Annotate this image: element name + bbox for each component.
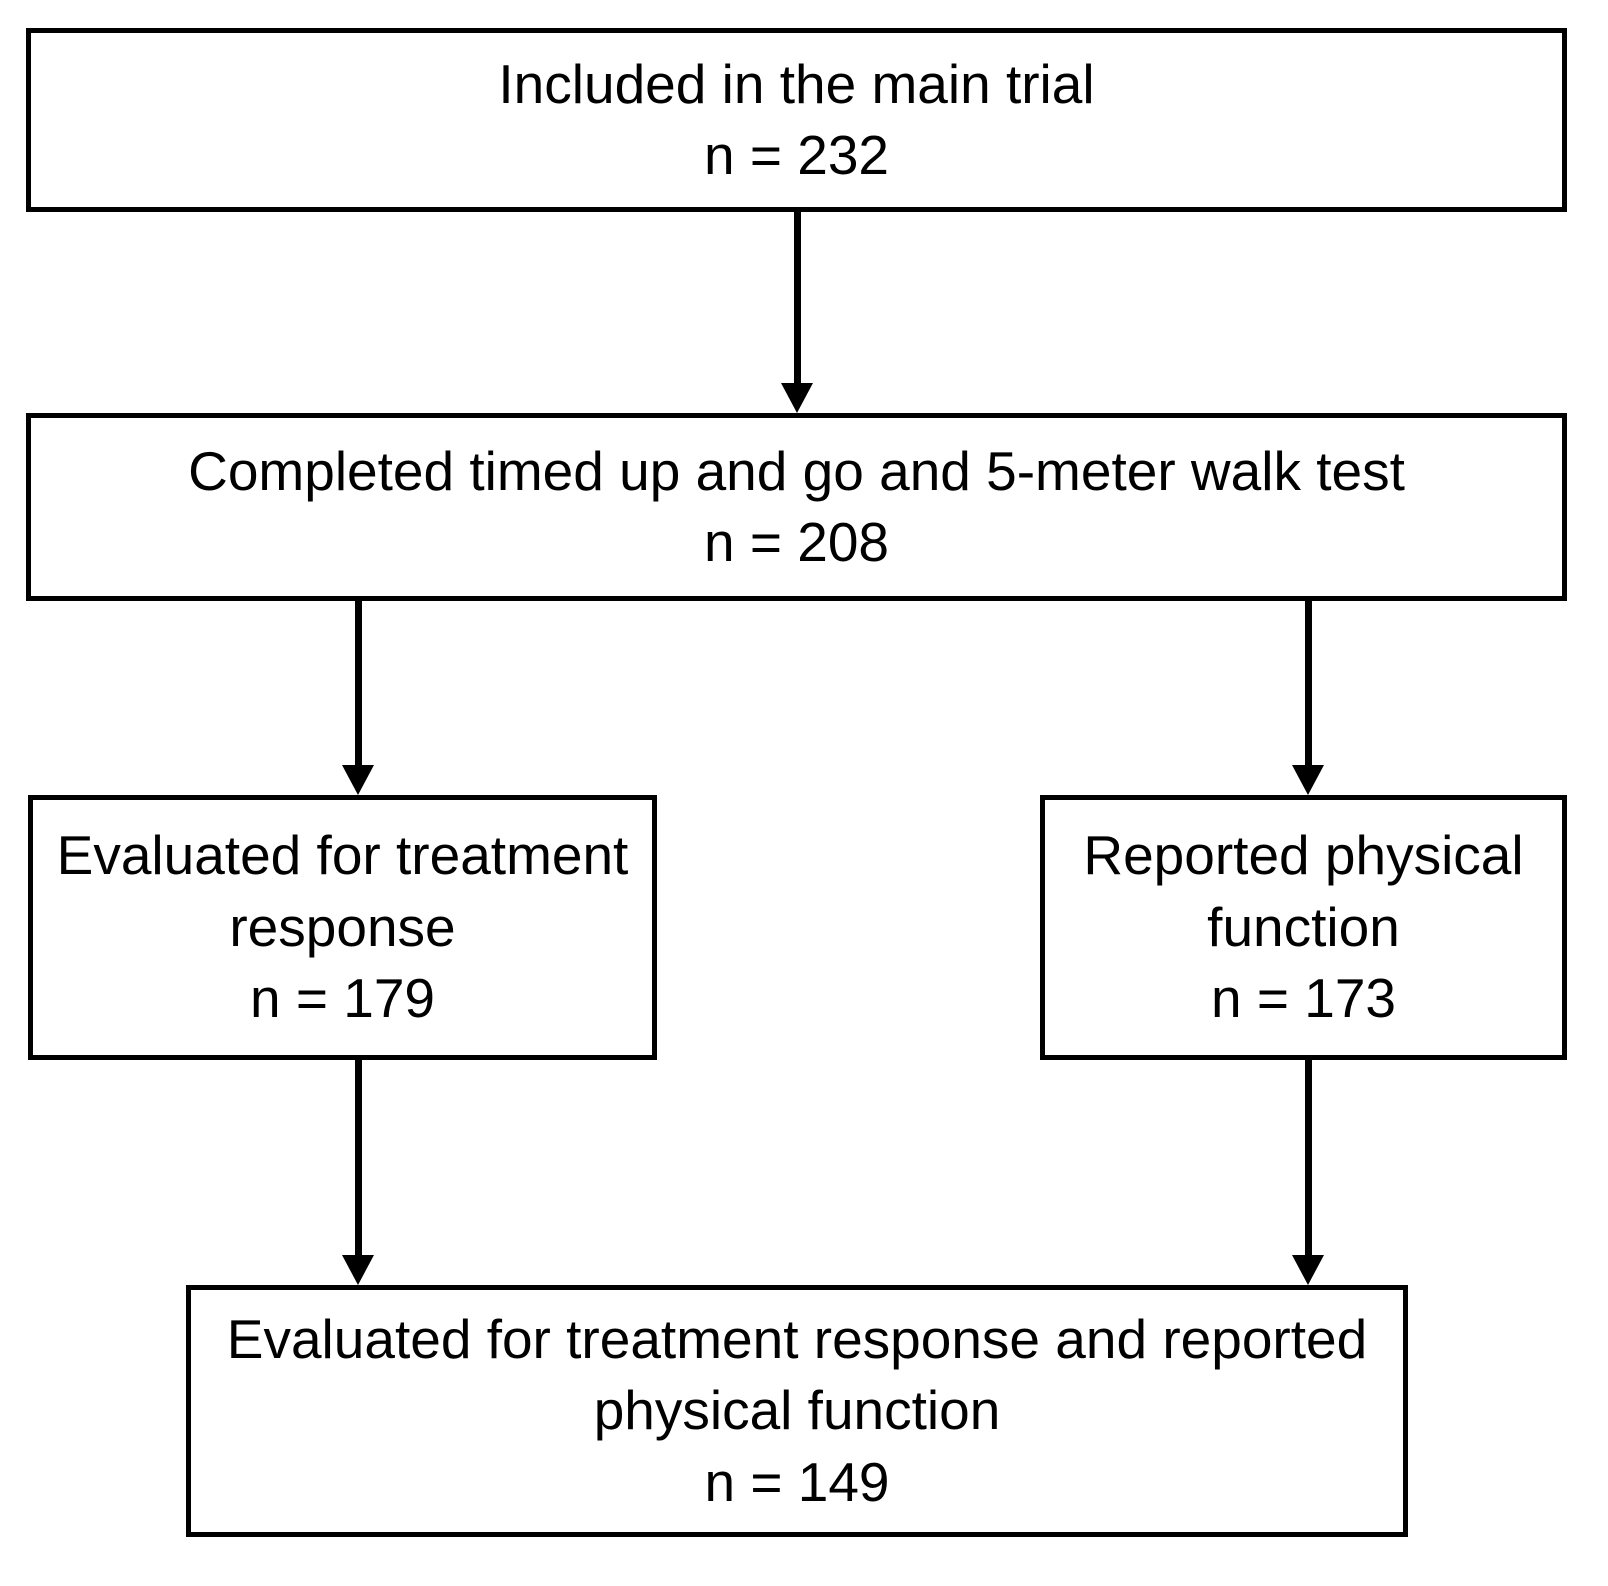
flow-node-physical-function-label: Reported physical function — [1083, 824, 1524, 958]
arrow-shaft — [1305, 1060, 1312, 1255]
flow-node-treatment-response-label: Evaluated for treatment response — [56, 824, 629, 958]
arrow-head-down-icon — [342, 765, 374, 795]
flow-node-both-label: Evaluated for treatment response and rep… — [226, 1307, 1368, 1442]
arrow-head-down-icon — [1292, 1255, 1324, 1285]
flow-node-included: Included in the main trial n = 232 — [26, 28, 1567, 212]
arrow-head-down-icon — [1292, 765, 1324, 795]
flow-node-both: Evaluated for treatment response and rep… — [186, 1285, 1408, 1537]
arrow-shaft — [1305, 601, 1312, 765]
flow-node-treatment-response: Evaluated for treatment response n = 179 — [28, 795, 657, 1060]
arrow-head-down-icon — [342, 1255, 374, 1285]
flow-node-included-count: n = 232 — [703, 124, 890, 186]
flow-node-physical-function: Reported physical function n = 173 — [1040, 795, 1567, 1060]
arrow-shaft — [355, 601, 362, 765]
arrow-shaft — [355, 1060, 362, 1255]
flow-node-treatment-response-count: n = 179 — [249, 967, 436, 1030]
flow-node-completed-count: n = 208 — [703, 511, 890, 573]
flow-node-physical-function-count: n = 173 — [1210, 967, 1397, 1030]
arrow-head-down-icon — [781, 383, 813, 413]
flow-node-both-count: n = 149 — [704, 1450, 890, 1513]
flow-node-completed-label: Completed timed up and go and 5-meter wa… — [188, 439, 1405, 502]
flow-node-completed: Completed timed up and go and 5-meter wa… — [26, 413, 1567, 601]
flow-node-included-label: Included in the main trial — [498, 52, 1095, 115]
arrow-shaft — [794, 212, 801, 383]
